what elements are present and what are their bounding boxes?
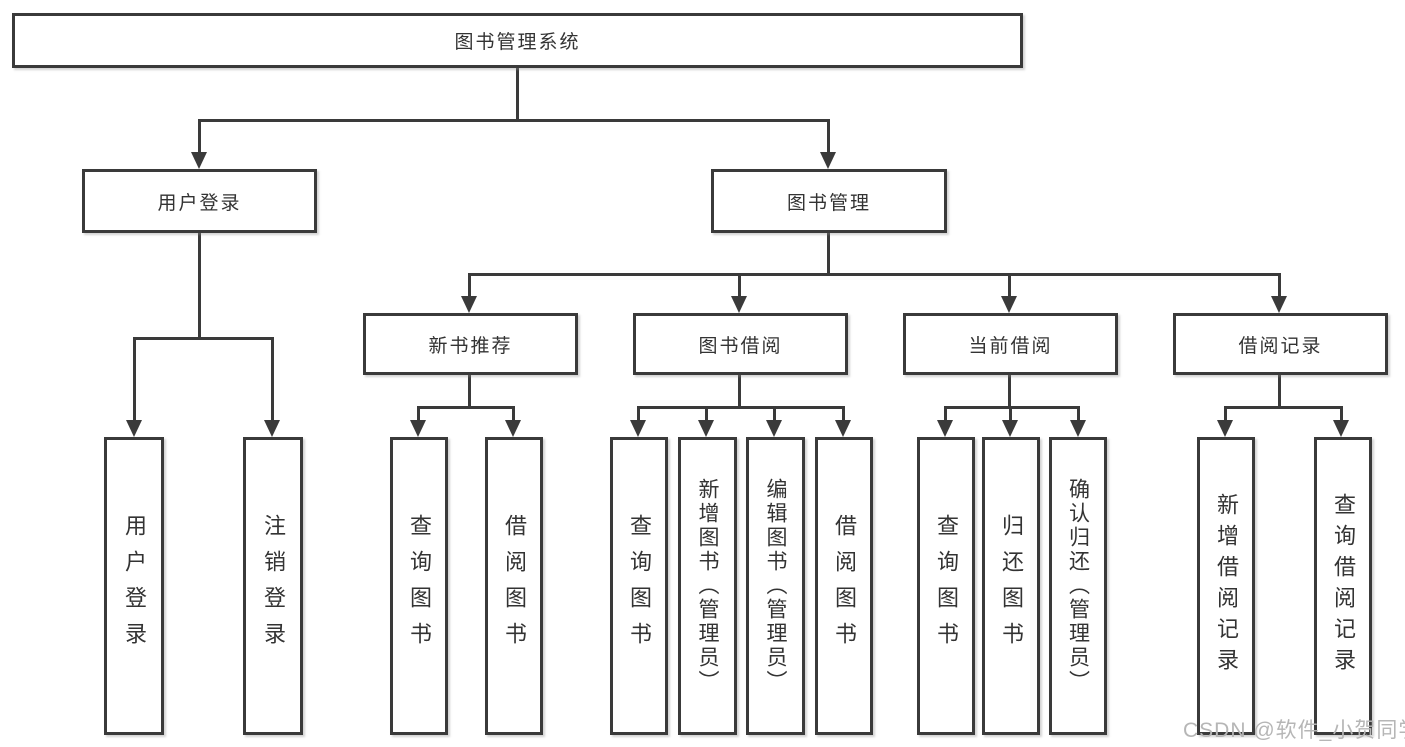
arrowhead [937,420,953,437]
arrowhead-borrow-records [1271,296,1287,313]
arrowhead-book-borrow [731,296,747,313]
node-book-mgmt-label: 图书管理 [786,192,871,214]
connector-new-book-rec-trunk [468,375,471,406]
leaf-label: 确认归还（管理员） [1066,478,1090,694]
node-book-borrow-label: 图书借阅 [698,335,783,357]
leaf-borrow-books: 借阅图书 [815,437,873,735]
arrowhead [1070,420,1086,437]
connector-drop-current-borrow [1008,273,1011,298]
connector-drop [1224,406,1227,422]
leaf-label: 借阅图书 [502,514,527,658]
arrowhead [1333,420,1349,437]
connector-current-borrow-bus [944,406,1080,409]
connector-drop-leaf-logout [271,337,274,422]
arrowhead [630,420,646,437]
leaf-label: 借阅图书 [832,514,857,658]
connector-level3-bus [468,273,1281,276]
connector-borrow-records-trunk [1278,375,1281,406]
node-new-book-rec: 新书推荐 [363,313,578,375]
arrowhead [410,420,426,437]
arrowhead [835,420,851,437]
leaf-query-books-current: 查询图书 [917,437,975,735]
connector-drop [773,406,776,422]
leaf-label: 归还图书 [999,514,1024,658]
connector-current-borrow-trunk [1008,375,1011,406]
leaf-add-borrow-record: 新增借阅记录 [1197,437,1255,735]
leaf-label: 注销登录 [261,514,286,658]
node-root: 图书管理系统 [12,13,1023,68]
leaf-confirm-return-admin: 确认归还（管理员） [1049,437,1107,735]
connector-drop [1077,406,1080,422]
leaf-label: 查询图书 [934,514,959,658]
leaf-label: 查询图书 [407,514,432,658]
arrowhead-leaf-login [126,420,142,437]
connector-drop-book-borrow [738,273,741,298]
connector-drop-new-book-rec [468,273,471,298]
arrowhead-new-book-rec [461,296,477,313]
connector-drop [1009,406,1012,422]
arrowhead [698,420,714,437]
arrowhead-current-borrow [1001,296,1017,313]
connector-book-mgmt-trunk [827,233,830,273]
leaf-label: 用户登录 [122,514,147,658]
leaf-borrow-books-rec: 借阅图书 [485,437,543,735]
connector-user-login-bus [133,337,274,340]
connector-drop [944,406,947,422]
connector-drop-borrow-records [1278,273,1281,298]
connector-drop [512,406,515,422]
arrowhead-leaf-logout [264,420,280,437]
leaf-label: 新增图书（管理员） [696,478,719,694]
leaf-add-books-admin: 新增图书（管理员） [678,437,737,735]
connector-drop [842,406,845,422]
node-current-borrow: 当前借阅 [903,313,1118,375]
node-borrow-records: 借阅记录 [1173,313,1388,375]
leaf-edit-books-admin: 编辑图书（管理员） [746,437,805,735]
connector-drop [637,406,640,422]
connector-drop [705,406,708,422]
connector-level2-bus [198,119,830,122]
connector-book-borrow-trunk [738,375,741,406]
connector-new-book-rec-bus [417,406,515,409]
connector-drop-book-mgmt [827,119,830,155]
node-book-mgmt: 图书管理 [711,169,947,233]
node-new-book-rec-label: 新书推荐 [428,335,513,357]
leaf-label: 查询图书 [627,514,652,658]
node-current-borrow-label: 当前借阅 [968,335,1053,357]
arrowhead [505,420,521,437]
leaf-query-books-rec: 查询图书 [390,437,448,735]
csdn-watermark: CSDN @软件_小贺同学 [1183,719,1405,742]
connector-user-login-trunk [198,233,201,337]
connector-drop-leaf-login [133,337,136,422]
arrowhead [1002,420,1018,437]
connector-drop-user-login [198,119,201,155]
connector-root-trunk [516,68,519,119]
node-root-label: 图书管理系统 [454,32,581,53]
arrowhead-book-mgmt [820,152,836,169]
leaf-query-borrow-record: 查询借阅记录 [1314,437,1372,735]
node-user-login-label: 用户登录 [157,192,242,214]
leaf-query-books-borrow: 查询图书 [610,437,668,735]
leaf-label: 新增借阅记录 [1214,493,1239,679]
connector-drop [417,406,420,422]
node-borrow-records-label: 借阅记录 [1238,335,1323,357]
leaf-label: 查询借阅记录 [1331,493,1356,679]
leaf-label: 编辑图书（管理员） [764,478,787,694]
arrowhead [766,420,782,437]
node-book-borrow: 图书借阅 [633,313,848,375]
node-user-login: 用户登录 [82,169,317,233]
leaf-logout: 注销登录 [243,437,303,735]
connector-borrow-records-bus [1224,406,1343,409]
leaf-return-books: 归还图书 [982,437,1040,735]
connector-drop [1340,406,1343,422]
leaf-user-login: 用户登录 [104,437,164,735]
arrowhead [1217,420,1233,437]
arrowhead-user-login [191,152,207,169]
connector-book-borrow-bus [637,406,845,409]
